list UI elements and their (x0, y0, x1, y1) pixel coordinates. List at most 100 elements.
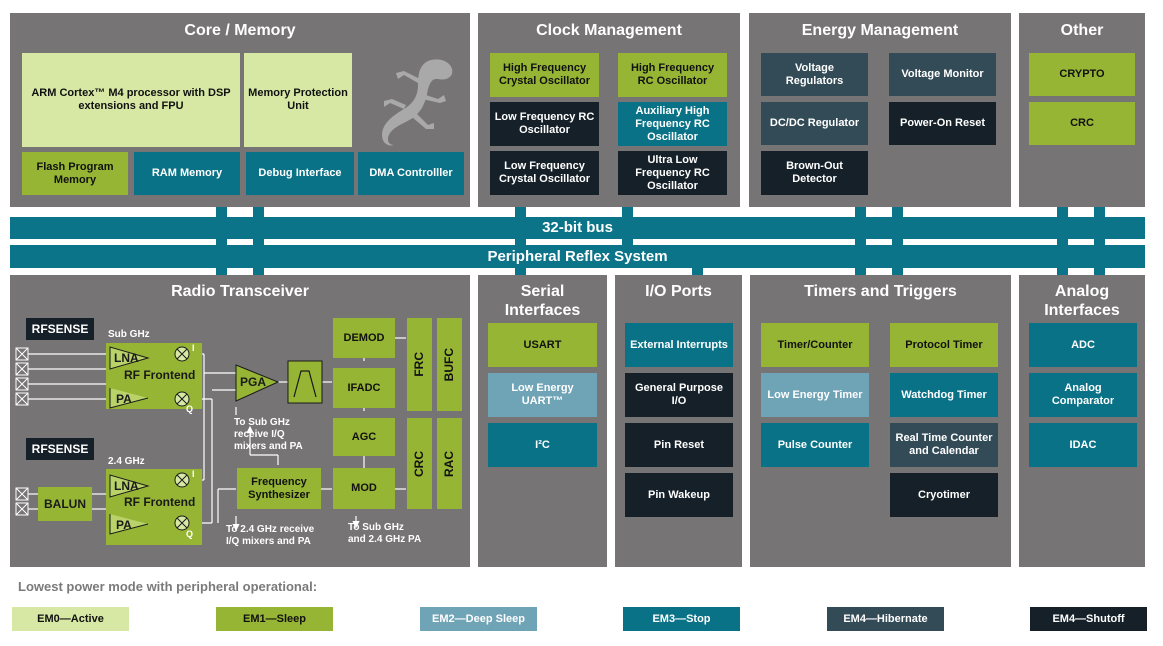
timers-triggers-panel: Timers and Triggers Timer/Counter Protoc… (750, 275, 1011, 567)
flash-memory-block: Flash Program Memory (22, 152, 128, 195)
letimer-block: Low Energy Timer (761, 373, 869, 417)
mixer-x-circle-icon (174, 346, 190, 531)
rf-frontend-label-subghz: RF Frontend (124, 368, 195, 382)
leuart-block: Low Energy UART™ (488, 373, 597, 417)
bus-connector (892, 239, 903, 245)
pin-wakeup-block: Pin Wakeup (625, 473, 733, 517)
demod-block: DEMOD (333, 318, 395, 358)
pga-label: PGA (240, 375, 266, 389)
rf-frontend-label-24: RF Frontend (124, 495, 195, 509)
legend-em0: EM0—Active (12, 607, 129, 631)
io-ports-panel: I/O Ports External Interrupts General Pu… (615, 275, 742, 567)
frc-block: FRC (407, 318, 432, 411)
timers-triggers-title: Timers and Triggers (804, 283, 957, 300)
core-memory-panel: Core / Memory ARM Cortex™ M4 processor w… (10, 13, 470, 207)
brown-out-detector-block: Brown-Out Detector (761, 151, 868, 195)
crypto-block: CRYPTO (1029, 53, 1135, 96)
bus-connector (515, 239, 526, 245)
bus-connector (1094, 268, 1105, 275)
legend-label: Lowest power mode with peripheral operat… (18, 579, 318, 594)
bus-connector (622, 239, 633, 245)
lna-label-24: LNA (114, 479, 139, 493)
legend-em3: EM3—Stop (623, 607, 740, 631)
analog-interfaces-panel: Analog Interfaces ADC Analog Comparator … (1019, 275, 1145, 567)
pa-amp-subghz (109, 388, 149, 409)
gpio-block: General Purpose I/O (625, 373, 733, 417)
balun-label: BALUN (44, 497, 86, 511)
bus-connector (216, 239, 227, 245)
lfrco-block: Low Frequency RC Oscillator (490, 102, 599, 146)
other-panel: Other CRYPTO CRC (1019, 13, 1145, 207)
pa-amp-24 (109, 514, 149, 535)
radio-diagram: LNA PA RF Frontend LNA PA RF Frontend I … (15, 318, 421, 547)
lna-amp-24 (109, 474, 150, 498)
bus-connector (253, 239, 264, 245)
energy-management-title: Energy Management (801, 22, 959, 39)
clock-management-panel: Clock Management High Frequency Crystal … (478, 13, 740, 207)
legend-em4: EM4—Hibernate (827, 607, 944, 631)
radio-transceiver-title: Radio Transceiver (171, 283, 309, 300)
bus-connector (1094, 239, 1105, 245)
mixer-q-label: Q (186, 529, 193, 539)
mod-block: MOD (333, 468, 395, 509)
main-bus: 32-bit bus (10, 217, 1145, 239)
voltage-regulators-block: Voltage Regulators (761, 53, 868, 96)
bus-connector (1094, 207, 1105, 217)
analog-interfaces-title: Analog Interfaces (1044, 283, 1120, 319)
note-24-line1: To 2.4 GHz receive (226, 524, 315, 535)
legend-em1: EM1—Sleep (216, 607, 333, 631)
arm-cortex-block: ARM Cortex™ M4 processor with DSP extens… (22, 53, 240, 147)
serial-interfaces-title: Serial Interfaces (504, 283, 581, 319)
peripheral-reflex-system-bus: Peripheral Reflex System (10, 245, 1145, 268)
mixer-i-label: I (192, 343, 195, 353)
frequency-synthesizer-block: Frequency Synthesizer (237, 468, 321, 509)
analog-comparator-block: Analog Comparator (1029, 373, 1137, 417)
voltage-monitor-block: Voltage Monitor (889, 53, 996, 96)
legend-em5: EM4—Shutoff (1030, 607, 1147, 631)
clock-management-title: Clock Management (536, 22, 682, 39)
dma-controller-block: DMA Controlller (358, 152, 464, 195)
rac-label: RAC (442, 450, 456, 477)
bus-connector (892, 207, 903, 217)
bandpass-filter-icon (287, 360, 323, 404)
bufc-label: BUFC (442, 347, 456, 382)
io-ports-title: I/O Ports (645, 283, 712, 300)
ulfrco-block: Ultra Low Frequency RC Oscillator (618, 151, 727, 195)
protocol-timer-block: Protocol Timer (890, 323, 998, 367)
adc-block: ADC (1029, 323, 1137, 367)
bus-connector (1057, 268, 1068, 275)
note-subghz-line3: mixers and PA (234, 441, 303, 452)
mixer-q-label: Q (186, 404, 193, 414)
ifadc-block: IFADC (333, 368, 395, 408)
ghz24-label: 2.4 GHz (108, 456, 145, 467)
balun-block (38, 487, 92, 521)
bufc-block: BUFC (437, 318, 462, 411)
radio-transceiver-panel: Radio Transceiver (10, 275, 470, 567)
bus-connector (892, 268, 903, 275)
energy-management-panel: Energy Management Voltage Regulators Vol… (749, 13, 1011, 207)
crc-block: CRC (1029, 102, 1135, 145)
gecko-icon (382, 59, 453, 146)
rtcc-block: Real Time Counter and Calendar (890, 423, 998, 467)
bus-connector (1057, 239, 1068, 245)
i2c-block: I²C (488, 423, 597, 467)
note-24-line2: I/Q mixers and PA (226, 536, 311, 547)
radio-crc-block: CRC (407, 418, 432, 509)
note-subghz-line1: To Sub GHz (234, 417, 290, 428)
hfxo-block: High Frequency Crystal Oscillator (490, 53, 599, 97)
lfxo-block: Low Frequency Crystal Oscillator (490, 151, 599, 195)
lna-amp-subghz (109, 346, 150, 370)
sub-ghz-label: Sub GHz (108, 329, 150, 340)
rfsense-box-24 (26, 438, 94, 460)
pin-reset-block: Pin Reset (625, 423, 733, 467)
debug-interface-block: Debug Interface (246, 152, 354, 195)
idac-block: IDAC (1029, 423, 1137, 467)
power-on-reset-block: Power-On Reset (889, 102, 996, 145)
dcdc-regulator-block: DC/DC Regulator (761, 102, 868, 145)
bus-connector (1057, 207, 1068, 217)
ram-memory-block: RAM Memory (134, 152, 240, 195)
note-subghz-line2: receive I/Q (234, 429, 285, 440)
agc-block: AGC (333, 418, 395, 456)
bus-connector (855, 239, 866, 245)
pa-label-subghz: PA (116, 392, 132, 406)
